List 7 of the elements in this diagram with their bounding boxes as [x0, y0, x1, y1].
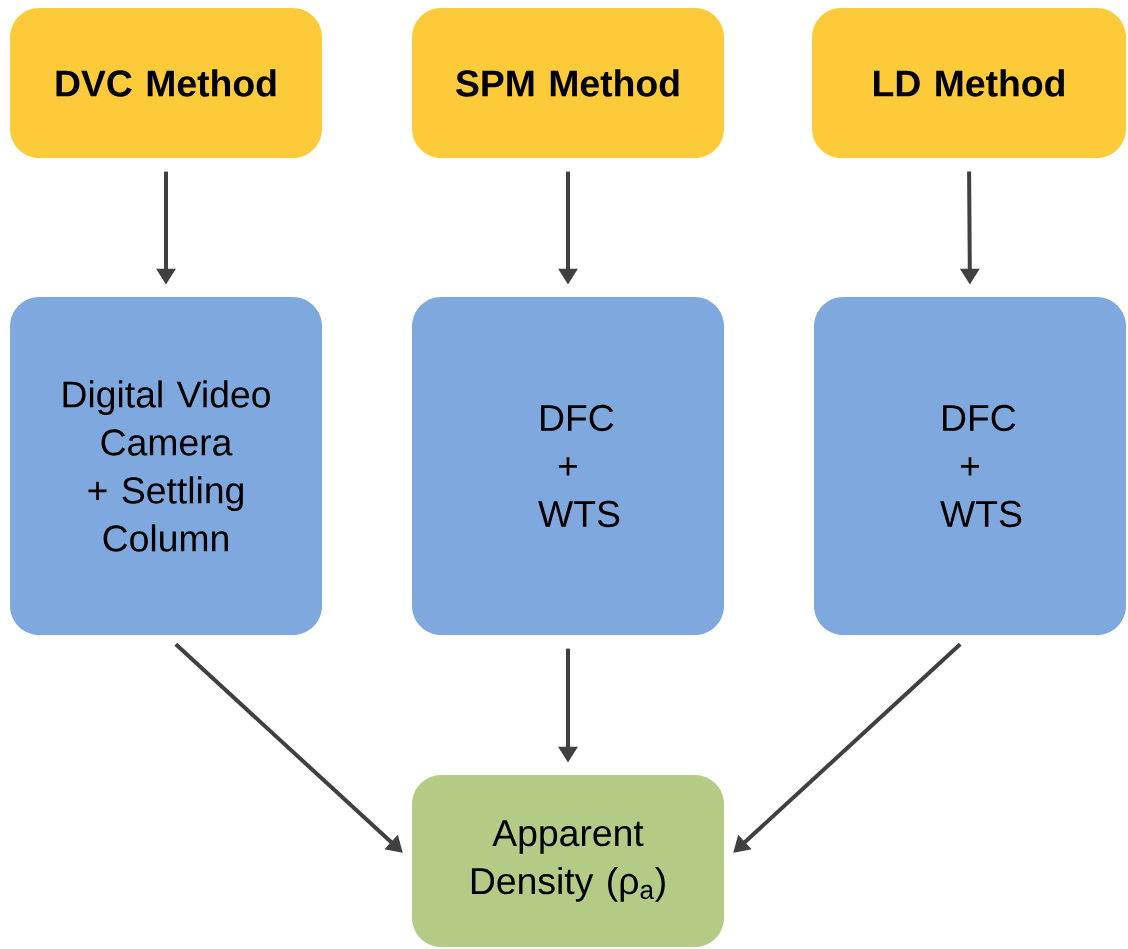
result-box: Apparent Density (ρ$_{a}$) [412, 775, 724, 947]
method-box: SPM Method [412, 8, 724, 158]
method-box: DVC Method [10, 8, 322, 158]
equipment-box: DFC + WTS [412, 297, 724, 635]
equipment-box: Digital Video Camera + Settling Column [10, 297, 322, 635]
method-box: LD Method [812, 8, 1126, 158]
equipment-box: DFC + WTS [814, 297, 1126, 635]
